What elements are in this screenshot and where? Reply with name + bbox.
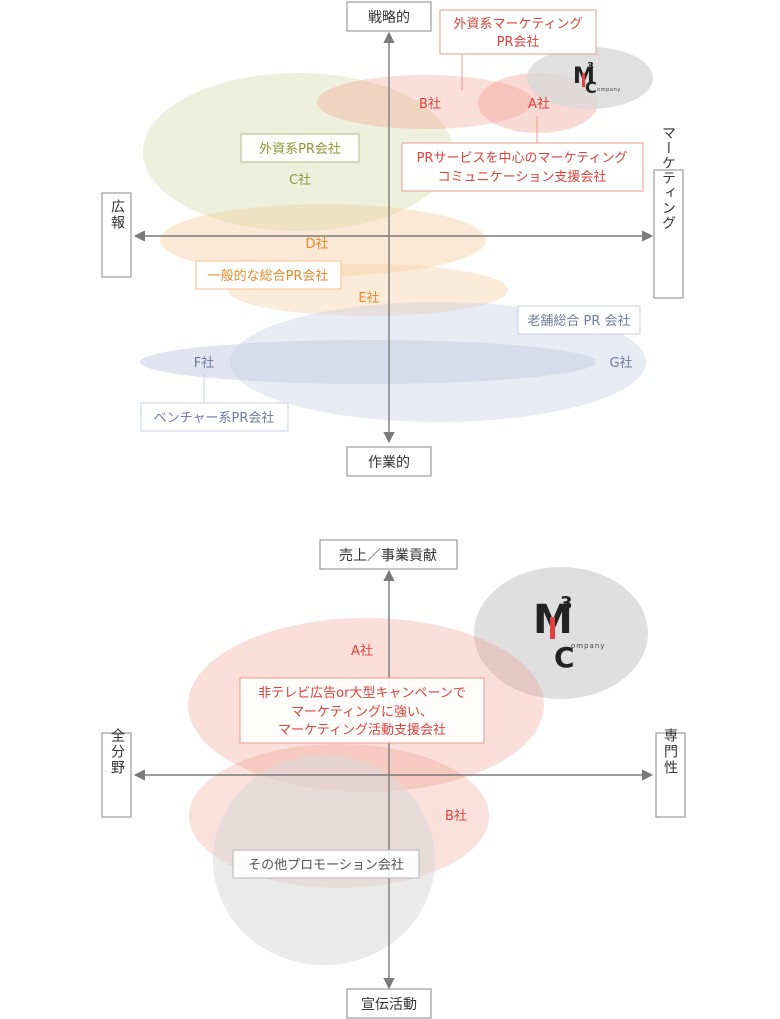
m3c-logo-2: M 3 C ompany: [533, 593, 605, 674]
logo-sub-2: ompany: [571, 642, 605, 650]
company-label-f: F社: [194, 355, 214, 371]
axis-left-box-2: [101, 732, 132, 818]
callout-foreign-pr: 外資系PR会社: [259, 141, 341, 157]
callout-foreign-marketing-line2: PR会社: [497, 34, 540, 50]
callout-box-general-pr: [195, 260, 342, 290]
axis-top-box-2: [319, 539, 458, 570]
axis-top-label-2: 売上／事業貢献: [339, 548, 437, 564]
axis-right-label-2: 専門性: [662, 728, 678, 776]
company-label-d: D社: [305, 236, 328, 252]
axis-bottom-label: 作業的: [368, 455, 410, 471]
axis-right-box-2: [655, 732, 686, 818]
company-label-a: A社: [528, 96, 550, 112]
axis-right-box: [653, 169, 684, 299]
logo-sup: 3: [587, 61, 594, 72]
company-label-a-2: A社: [351, 643, 373, 659]
callout-non-tv-line3: マーケティング活動支援会社: [278, 722, 446, 738]
callout-box-pr-marketing: [401, 142, 644, 192]
axis-top-label: 戦略的: [368, 10, 410, 26]
callout-venture-pr: ベンチャー系PR会社: [154, 410, 275, 426]
bubble-f: [140, 340, 596, 384]
company-label-g: G社: [609, 355, 632, 371]
axis-bottom-box-2: [346, 988, 432, 1019]
callout-general-pr: 一般的な総合PR会社: [208, 268, 329, 284]
callout-box-non-tv: [239, 677, 485, 744]
callout-pr-marketing-line2: コミュニケーション支援会社: [438, 169, 607, 185]
company-label-c: C社: [289, 172, 311, 188]
callout-box-established-pr: [517, 305, 641, 335]
bubble-m3c-2: [474, 567, 648, 699]
logo-bar-2: [550, 617, 555, 639]
callout-box-foreign-pr: [240, 133, 360, 163]
axis-left-label-2: 全分野: [109, 727, 125, 776]
callout-pr-marketing-line1: PRサービスを中心のマーケティング: [417, 151, 628, 166]
company-label-e: E社: [358, 290, 379, 306]
axis-left-box: [101, 192, 132, 278]
callout-foreign-marketing-line1: 外資系マーケティング: [454, 17, 583, 32]
callout-box-other-promo: [232, 849, 420, 879]
axis-bottom-label-2: 宣伝活動: [361, 997, 417, 1013]
axis-right-label: マーケティング: [660, 126, 676, 231]
callout-box-foreign-marketing: [439, 9, 597, 55]
axis-bottom-box: [346, 446, 432, 477]
company-label-b: B社: [419, 96, 441, 112]
callout-established-pr: 老舗総合 PR 会社: [527, 313, 630, 329]
logo-c-2: C: [554, 641, 575, 674]
m3c-logo: M 3 C ompany: [573, 61, 621, 97]
axis-left-label: 広報: [109, 199, 125, 231]
map2: 売上／事業貢献 宣伝活動 全分野 専門性 A社 B社 非テレビ広告or大型キャン…: [101, 539, 686, 1019]
callout-other-promo: その他プロモーション会社: [248, 857, 404, 873]
logo-c: C: [585, 78, 597, 97]
logo-sup-2: 3: [560, 593, 573, 614]
callout-box-venture-pr: [140, 402, 289, 432]
axis-top-box: [346, 1, 432, 32]
callout-non-tv-line2: マーケティングに強い、: [291, 705, 433, 720]
logo-bar: [582, 73, 585, 87]
callout-non-tv-line1: 非テレビ広告or大型キャンペーンで: [258, 686, 466, 701]
company-label-b-2: B社: [445, 808, 467, 824]
bubble-m3c: [527, 47, 653, 109]
map1: 戦略的 作業的 広報 マーケティング B社 A社 C社 D社 E社 F社 G社 …: [101, 1, 684, 477]
logo-sub: ompany: [597, 87, 621, 93]
bubble-b: [317, 75, 533, 129]
